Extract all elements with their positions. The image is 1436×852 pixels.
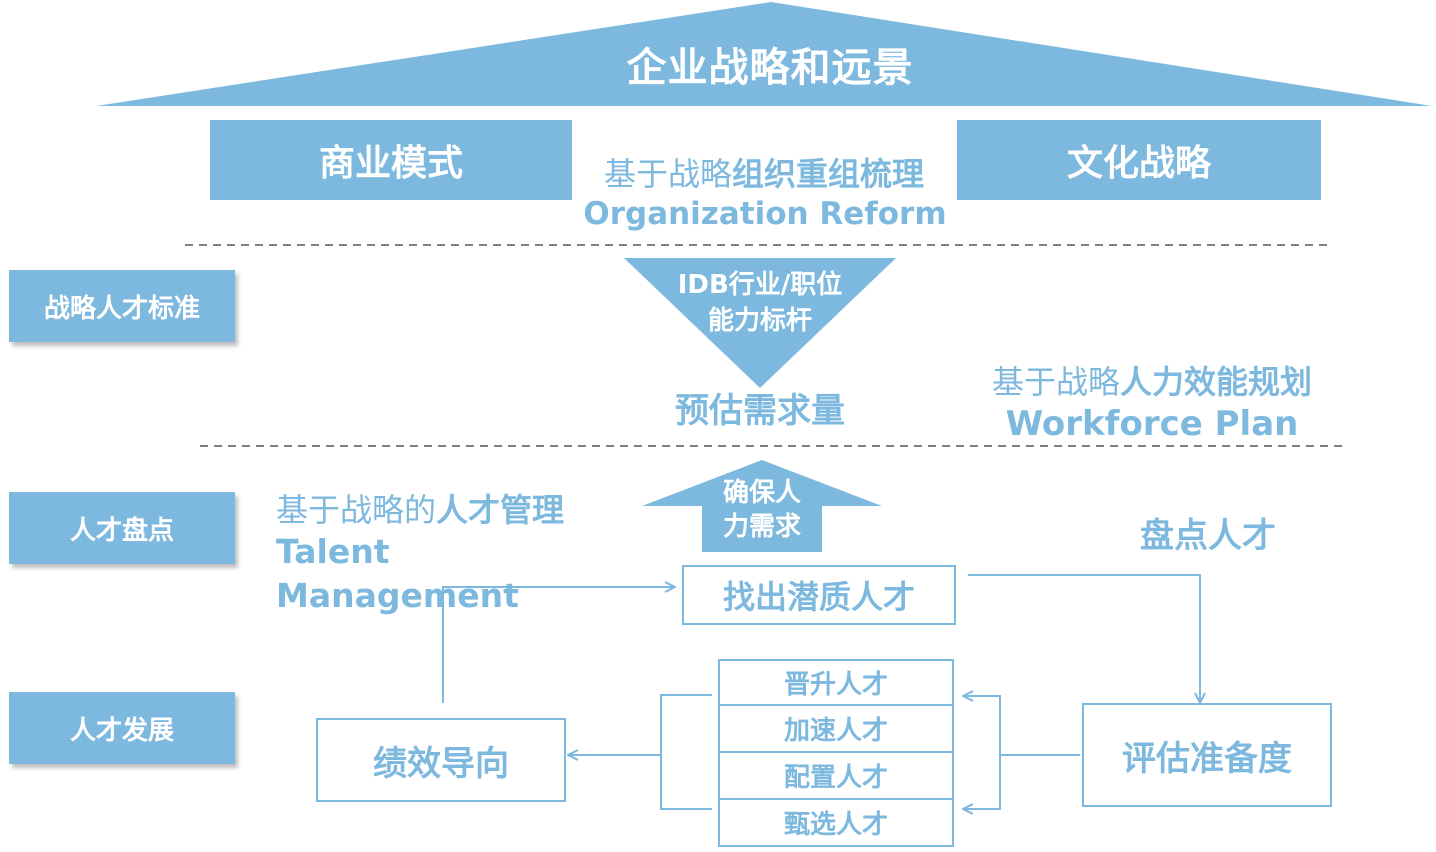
ensure-arrow-line2: 力需求 (722, 512, 801, 542)
ensure-arrow-line1: 确保人 (722, 478, 801, 508)
label-talent-inventory: 人才盘点 (9, 492, 235, 564)
talent-mgmt-english: Talent Management (276, 532, 519, 615)
org-reform-english: Organization Reform (583, 196, 947, 232)
talent-mgmt-highlight: 人才管理 (436, 491, 565, 529)
estimate-demand-label: 预估需求量 (675, 391, 845, 431)
bracket-right-bottom (964, 755, 1001, 809)
assess-readiness-box: 评估准备度 (1082, 703, 1332, 807)
connector-find-to-readiness (968, 574, 1200, 702)
talent-mgmt-heading: 基于战略的人才管理 (276, 488, 636, 532)
roof-title: 企业战略和远景 (626, 45, 914, 91)
find-potential-talent-box: 找出潜质人才 (682, 565, 956, 625)
org-reform-prefix: 基于战略 (603, 155, 732, 193)
label-strategic-talent-standard: 战略人才标准 (9, 270, 235, 342)
pillar-culture-strategy: 文化战略 (957, 120, 1321, 200)
stack-item-promote: 晋升人才 (718, 659, 954, 706)
workforce-highlight: 人力效能规划 (1120, 363, 1313, 401)
idb-triangle-line2: 能力标杆 (707, 306, 812, 336)
org-reform-heading: 基于战略组织重组梳理 (578, 152, 950, 196)
connector-performance-to-find (442, 587, 674, 703)
performance-oriented-box: 绩效导向 (316, 718, 566, 802)
label-talent-development: 人才发展 (9, 692, 235, 764)
idb-triangle-line1: IDB行业/职位 (677, 270, 843, 300)
workforce-english: Workforce Plan (1005, 404, 1299, 444)
inventory-label: 盘点人才 (1140, 516, 1276, 556)
idb-triangle (624, 258, 896, 388)
stack-item-select: 甄选人才 (718, 800, 954, 847)
roof-triangle (96, 2, 1432, 106)
stack-item-allocate: 配置人才 (718, 753, 954, 800)
workforce-prefix: 基于战略 (991, 363, 1120, 401)
stack-item-accelerate: 加速人才 (718, 706, 954, 753)
ensure-demand-arrow (642, 460, 882, 552)
org-reform-highlight: 组织重组梳理 (732, 155, 925, 193)
talent-mgmt-prefix: 基于战略的 (276, 491, 437, 529)
pillar-business-model: 商业模式 (210, 120, 572, 200)
workforce-heading: 基于战略人力效能规划 (960, 360, 1344, 404)
bracket-right-top (964, 696, 1001, 755)
bracket-left (660, 694, 712, 810)
